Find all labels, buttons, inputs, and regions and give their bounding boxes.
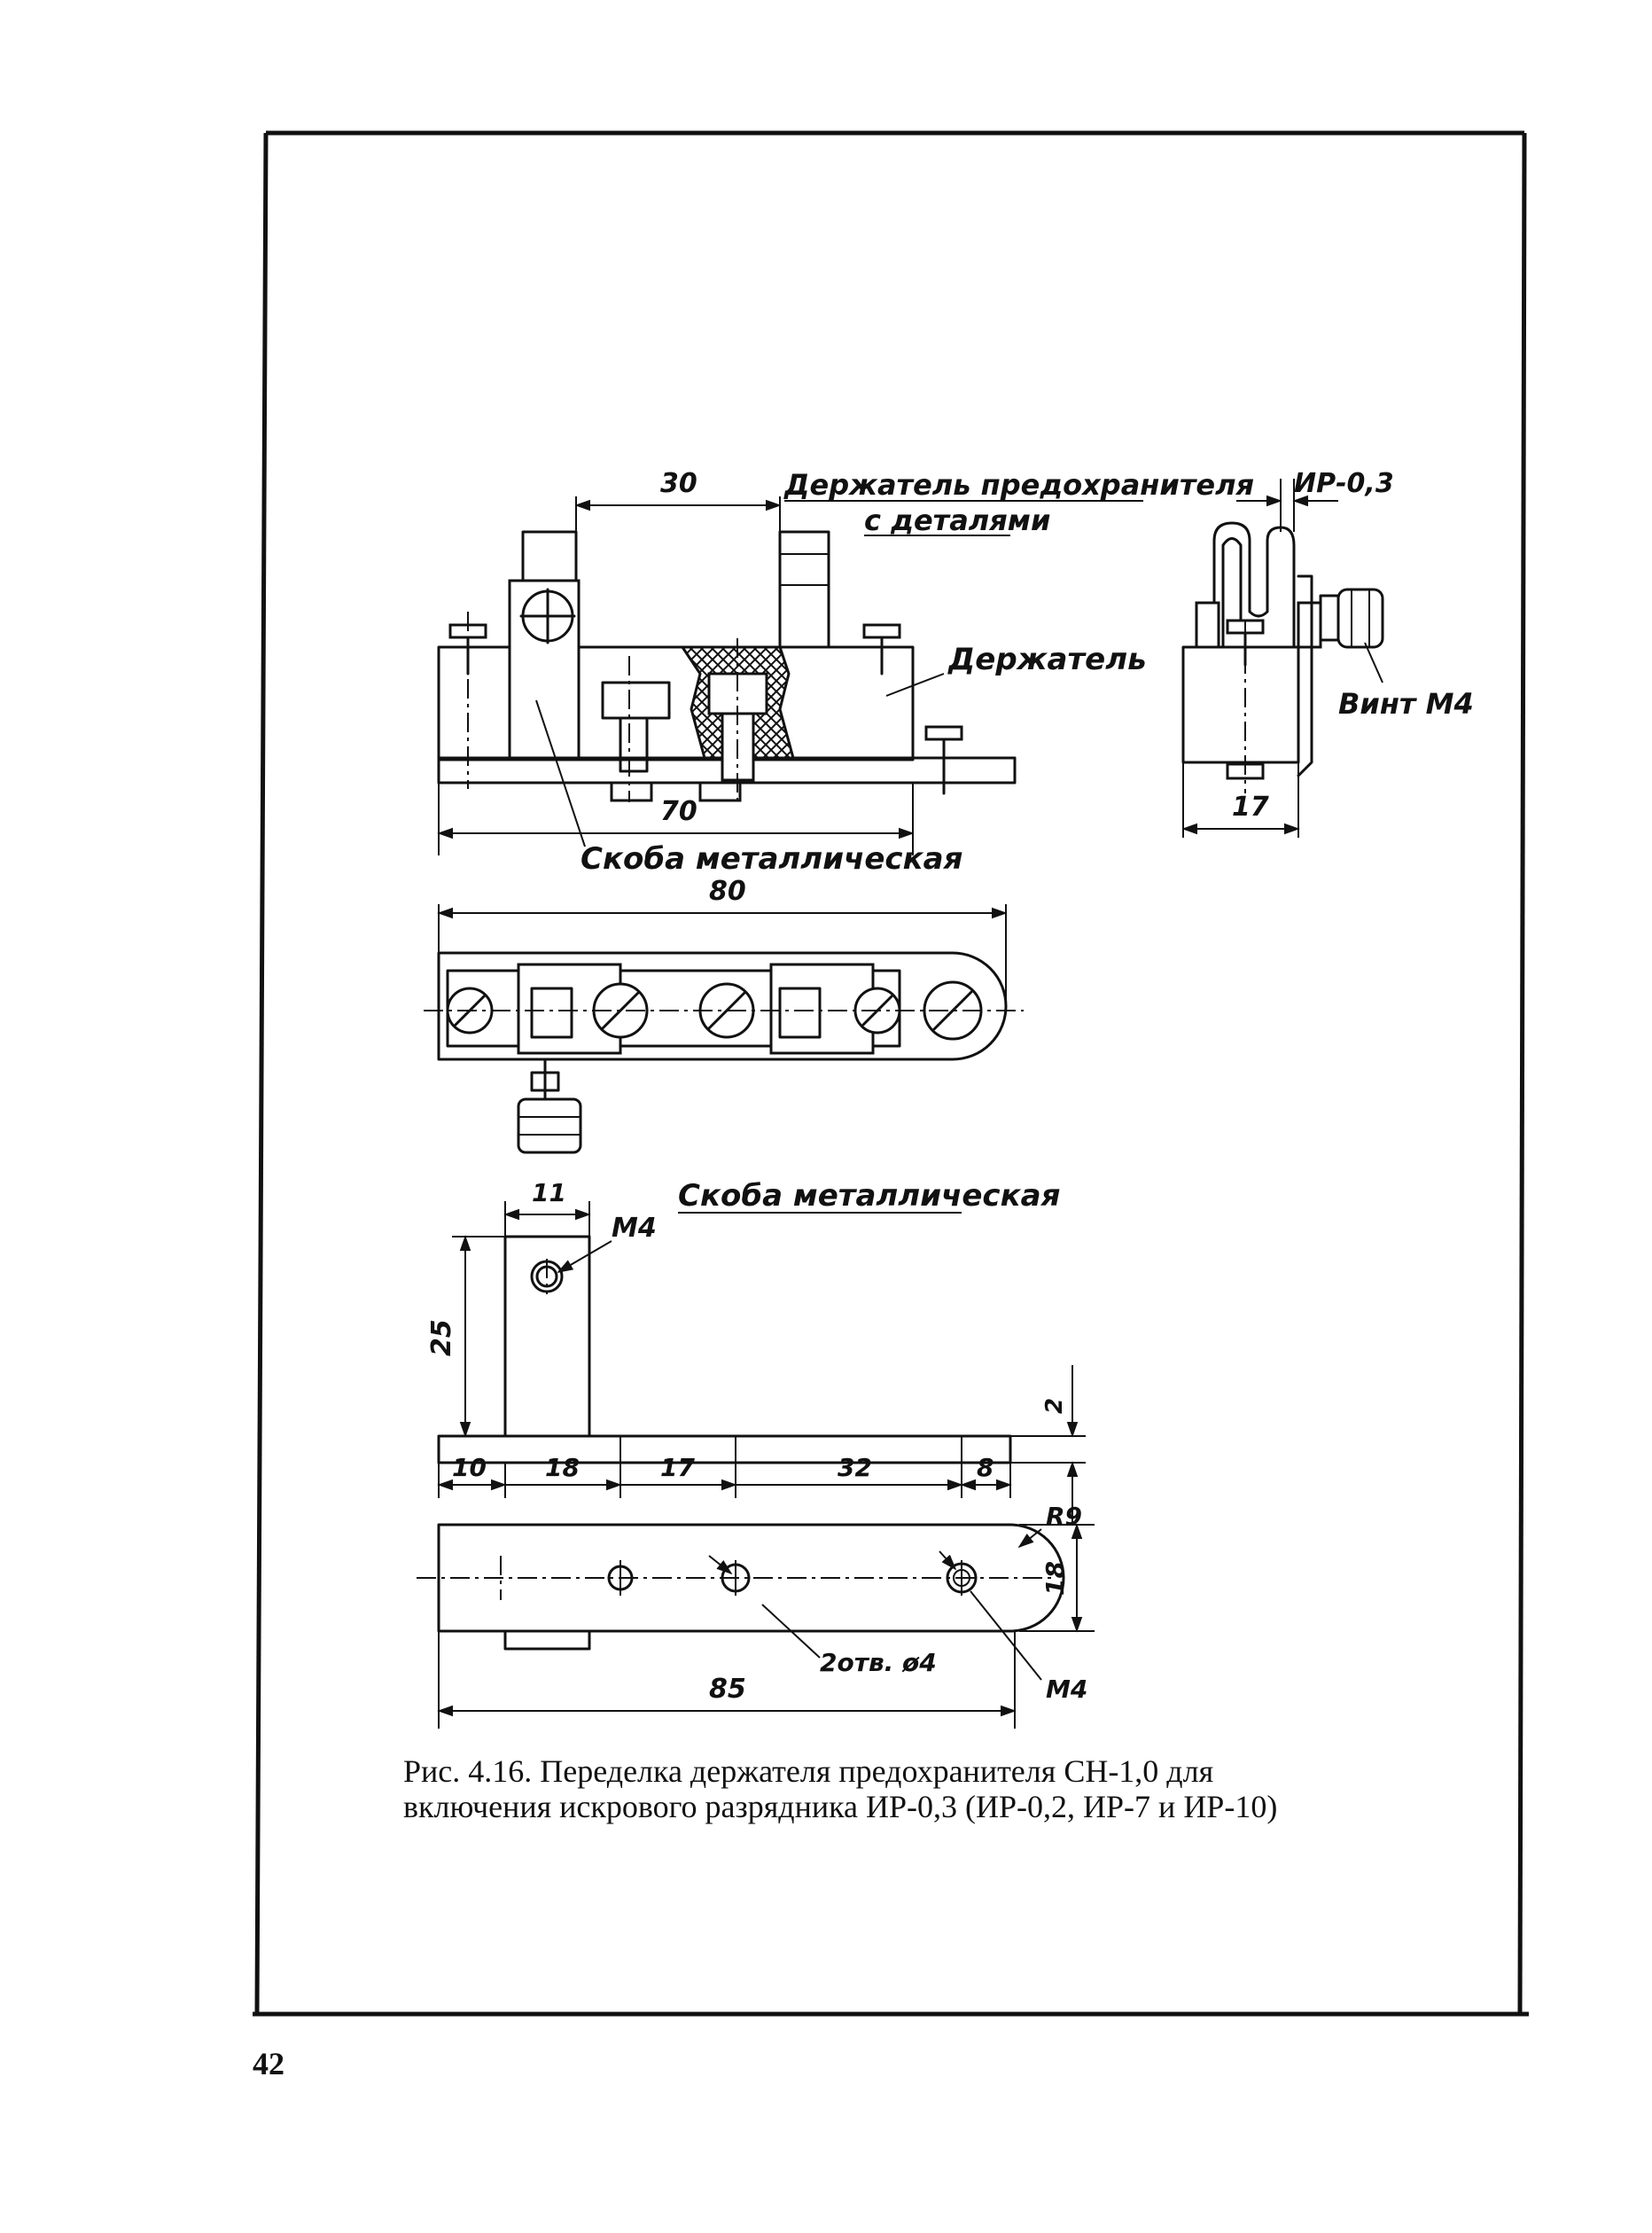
dim-85: 85 <box>709 1674 746 1705</box>
label-holder: Держатель <box>947 642 1147 677</box>
label-holder-with-parts-2: с деталями <box>864 504 1050 537</box>
page-frame <box>253 130 1529 2017</box>
dim-2: 2 <box>1041 1398 1068 1414</box>
front-dimensions: 30 70 Скоба металлическая Держатель пред… <box>437 468 1254 877</box>
figure-caption-line-1: Рис. 4.16. Переделка держателя предохран… <box>403 1753 1213 1789</box>
dim-32: 32 <box>838 1453 872 1482</box>
bracket-front-dimensions: 11 М4 25 2 10 18 17 32 8 <box>426 1178 1086 1525</box>
label-bracket-title: Скоба металлическая <box>678 1178 1060 1214</box>
dim-17: 17 <box>660 1453 695 1482</box>
dim-25: 25 <box>426 1319 457 1356</box>
label-holder-with-parts-1: Держатель предохранителя <box>783 468 1254 502</box>
dim-10: 10 <box>452 1453 487 1482</box>
label-m4-bottom: М4 <box>1046 1675 1087 1704</box>
dim-80: 80 <box>709 876 746 907</box>
side-holder-body <box>1181 645 1300 764</box>
dim-11: 11 <box>532 1178 566 1207</box>
bracket-front-view <box>437 1235 1012 1464</box>
bracket-plan-view <box>417 1523 1065 1651</box>
label-bracket-front: Скоба металлическая <box>581 841 962 877</box>
label-m4-top: М4 <box>612 1213 657 1244</box>
label-ir-03: ИР-0,3 <box>1294 468 1394 499</box>
dim-70: 70 <box>660 796 697 827</box>
bracket-plan-dimensions: R9 18 2отв. ø4 М4 85 <box>437 1502 1095 1729</box>
dim-18-vertical: 18 <box>1040 1561 1070 1596</box>
dim-18: 18 <box>545 1453 580 1482</box>
dim-30: 30 <box>660 468 697 499</box>
plan-dimensions: 80 <box>437 876 1008 1011</box>
side-view <box>1181 521 1384 793</box>
side-dimensions: ИР-0,3 Винт М4 17 <box>1181 468 1474 838</box>
dim-8: 8 <box>977 1453 994 1482</box>
plan-view <box>424 951 1024 1154</box>
page-number: 42 <box>253 2046 284 2081</box>
label-screw-m4: Винт М4 <box>1338 687 1474 721</box>
front-view <box>437 530 1017 802</box>
label-2-holes: 2отв. ø4 <box>820 1648 937 1677</box>
front-holder-body <box>437 645 915 761</box>
dim-17-side: 17 <box>1232 792 1269 823</box>
figure-caption-line-2: включения искрового разрядника ИР-0,3 (И… <box>403 1789 1277 1824</box>
